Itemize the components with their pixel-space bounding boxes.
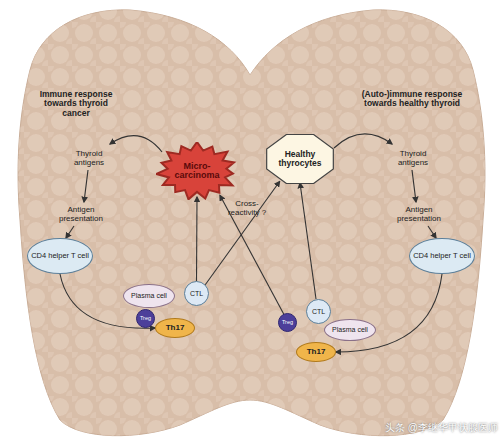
node-text: CD4 helper T cell	[31, 252, 89, 260]
tumor-starburst: Micro-carcinoma	[156, 142, 238, 200]
helper-cell-ellipse: CD4 helper T cell	[27, 238, 93, 274]
helper-cell-ellipse: CD4 helper T cell	[409, 238, 475, 274]
th17-cell-ellipse: Th17	[296, 342, 336, 362]
process-label: Thyroid antigens	[60, 150, 118, 168]
node-text: Th17	[307, 348, 326, 356]
plasma-cell-ellipse: Plasma cell	[324, 319, 376, 341]
treg-cell-circle: Treg	[278, 313, 297, 332]
plasma-cell-ellipse: Plasma cell	[123, 284, 175, 308]
thyrocyte-octagon: Healthy thyrocytes	[266, 134, 334, 184]
cycle-arrow	[84, 170, 88, 202]
ctl-cell-circle: CTL	[184, 281, 209, 306]
cycle-arrow	[66, 226, 74, 238]
process-label: Thyroid antigens	[384, 150, 442, 168]
node-text: Plasma cell	[131, 292, 167, 299]
starburst-shape	[156, 142, 234, 199]
question-note: Cross-reactivity ?	[220, 200, 274, 218]
effector-arrow	[300, 183, 316, 299]
process-label: Antigen presentation	[46, 206, 116, 224]
node-text: Treg	[282, 320, 293, 326]
node-text: CTL	[190, 290, 203, 297]
th17-cell-ellipse: Th17	[155, 318, 195, 338]
node-text: CTL	[312, 308, 325, 315]
treg-cell-circle: Treg	[136, 309, 155, 328]
watermark: 头条 @李继华甲状腺医师	[300, 422, 498, 433]
node-text: Plasma cell	[332, 326, 368, 333]
effector-arrow	[196, 197, 198, 281]
cycle-arrow	[428, 226, 436, 238]
effector-arrow	[205, 182, 279, 285]
cycle-arrow	[412, 170, 416, 202]
node-text: Treg	[140, 316, 151, 322]
node-text: Micro-carcinoma	[166, 162, 228, 181]
effector-arrow	[220, 195, 284, 314]
cycle-arrow	[334, 134, 392, 148]
process-label: Antigen presentation	[384, 206, 454, 224]
node-text: CD4 helper T cell	[413, 252, 471, 260]
node-text: Healthy thyrocytes	[276, 150, 324, 168]
octagon-shape	[267, 135, 334, 184]
cycle-arrow	[110, 136, 162, 152]
ctl-cell-circle: CTL	[306, 299, 331, 324]
node-text: Th17	[166, 324, 185, 332]
section-heading: Immune response towards thyroid cancer	[30, 90, 122, 118]
section-heading: (Auto-)immune response towards healthy t…	[356, 90, 468, 109]
